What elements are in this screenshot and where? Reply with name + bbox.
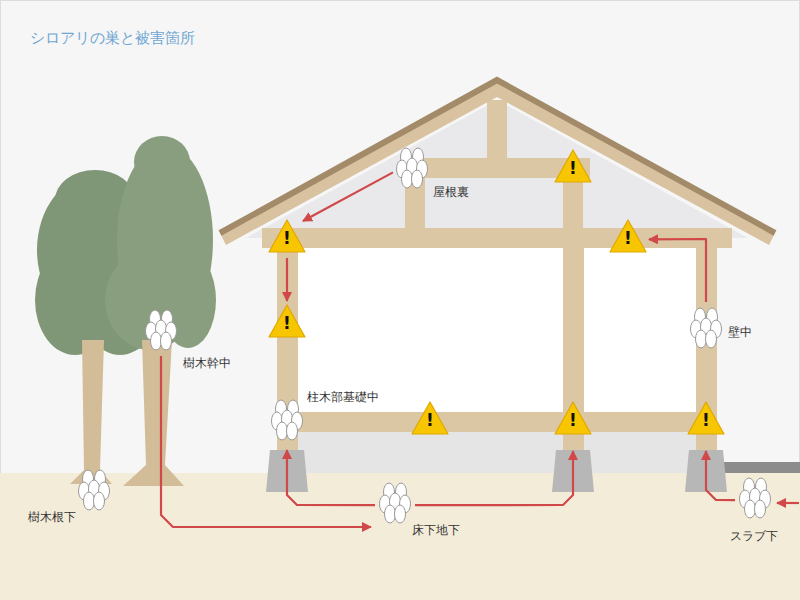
foundations [266,450,727,492]
damage-warning: ! [609,219,647,253]
warning-mark: ! [554,160,592,177]
termite-route-arrow [706,451,735,500]
termite-nest: 屋根裏 [396,146,428,190]
warning-mark: ! [554,412,592,429]
nest-eggs [739,476,771,520]
nest-location-label: スラブ下 [730,529,778,543]
back-trunk [70,340,112,484]
slab [722,462,800,473]
termite-nest: 樹木根下 [78,468,110,512]
nest-location-label: 樹木幹中 [183,356,231,370]
termite-nest: 樹木幹中 [145,308,177,352]
termite-nest: 壁中 [690,306,722,350]
incoming-arrow [777,502,799,504]
front-trunk [123,340,184,486]
nest-location-label: 樹木根下 [28,510,76,524]
ground [0,473,800,600]
damage-warning: ! [268,219,306,253]
nest-eggs [396,146,428,190]
nest-eggs [271,398,303,442]
roof [220,80,775,245]
warning-mark: ! [411,412,449,429]
damage-warning: ! [554,401,592,435]
nest-location-label: 壁中 [728,325,752,339]
termite-route-arrow [161,356,371,527]
attic [246,100,748,238]
damage-warning: ! [411,401,449,435]
nest-location-label: 柱木部基礎中 [307,390,379,404]
front-tree [105,136,216,350]
damage-warning: ! [554,149,592,183]
warning-mark: ! [268,230,306,247]
termite-route-arrow [287,450,375,505]
nest-location-label: 屋根裏 [433,185,469,199]
termite-route-arrow [415,451,573,505]
termite-nest: スラブ下 [739,476,771,520]
warning-mark: ! [609,230,647,247]
crawl-space [277,430,717,473]
termite-route-arrow [286,258,288,301]
wall-area [287,238,706,418]
nest-eggs [145,308,177,352]
warning-mark: ! [268,315,306,332]
termite-route-arrow [303,172,393,221]
nest-eggs [78,468,110,512]
damage-warning: ! [687,401,725,435]
roof-edge [220,80,775,233]
termite-route-arrow [649,239,706,302]
nest-eggs [690,306,722,350]
diagram-title: シロアリの巣と被害箇所 [30,29,195,48]
timber-frame [262,100,732,452]
termite-nest: 床下地下 [379,481,411,525]
nest-location-label: 床下地下 [412,523,460,537]
nest-eggs [379,481,411,525]
termite-nest: 柱木部基礎中 [271,398,303,442]
damage-warning: ! [268,304,306,338]
warning-mark: ! [687,412,725,429]
